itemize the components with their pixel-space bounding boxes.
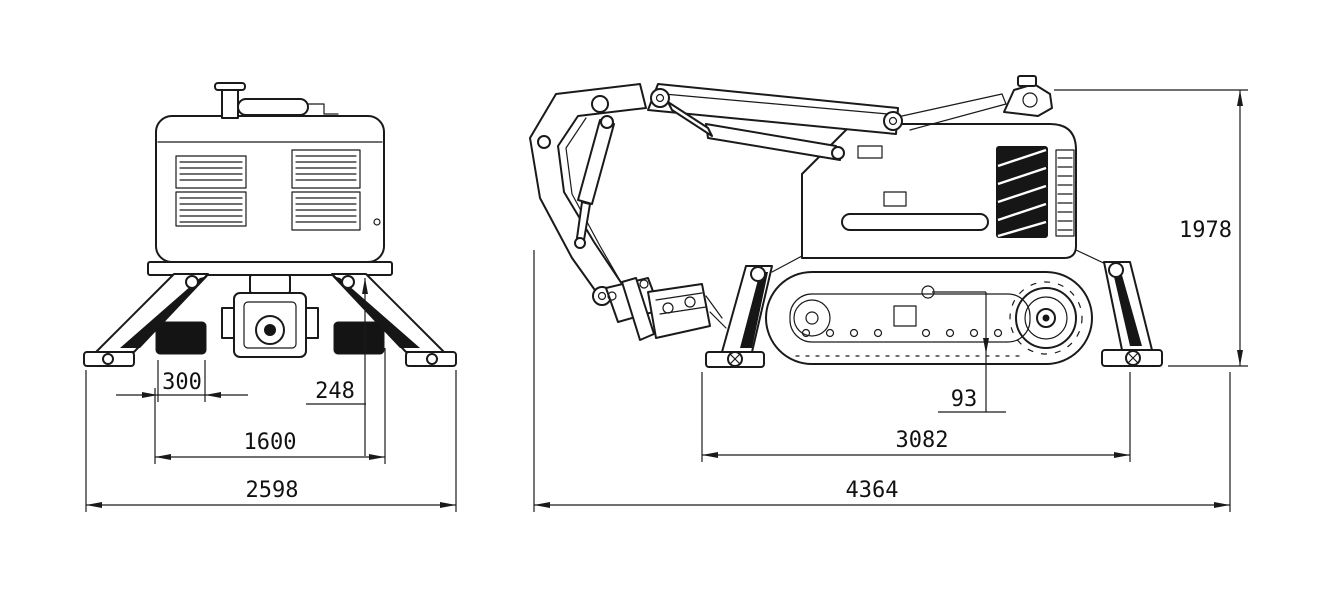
dim-label-300: 300 [162, 370, 202, 395]
dim-side-93: 93 [932, 291, 1006, 413]
dim-label-4364: 4364 [846, 478, 899, 503]
front-view: 300 248 1600 2598 [83, 82, 457, 512]
dim-label-1600: 1600 [244, 430, 297, 455]
side-boom-cylinder [667, 101, 845, 161]
side-grille-right [1055, 149, 1075, 237]
dim-front-300: 300 [116, 360, 248, 402]
dim-side-4364: 4364 [533, 250, 1231, 512]
front-outrigger-right [331, 273, 457, 367]
dim-side-3082: 3082 [701, 372, 1131, 462]
front-vent-grilles [175, 149, 361, 231]
dim-label-3082: 3082 [896, 428, 949, 453]
dim-front-248: 248 [306, 278, 368, 456]
dim-label-2598: 2598 [246, 478, 299, 503]
side-arm-cylinder [574, 115, 615, 249]
side-outrigger-front [705, 265, 773, 368]
side-tool-attachment [605, 277, 727, 341]
side-beacon [1003, 75, 1053, 117]
side-track [765, 271, 1093, 365]
side-vent-dark [996, 146, 1048, 238]
dim-label-248: 248 [315, 379, 355, 404]
dim-front-2598: 2598 [85, 370, 457, 512]
dim-label-93: 93 [951, 387, 978, 412]
side-boom [647, 83, 1007, 135]
front-turret [221, 274, 319, 358]
front-exhaust [214, 82, 339, 119]
front-track-pads [155, 321, 385, 355]
front-engine-hood [155, 115, 385, 263]
side-view: 1978 93 3082 4364 [529, 75, 1248, 512]
dim-side-1978: 1978 [1054, 89, 1248, 367]
side-outrigger-rear [1101, 261, 1163, 367]
front-outrigger-left [83, 273, 209, 367]
dim-front-1600: 1600 [154, 348, 386, 464]
dim-label-1978: 1978 [1179, 218, 1232, 243]
